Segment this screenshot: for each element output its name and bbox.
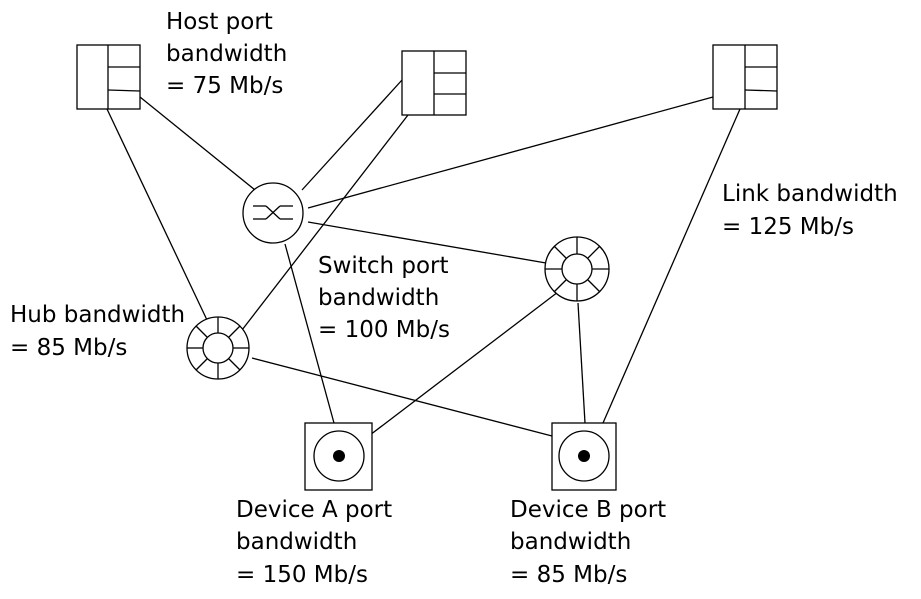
link-host3-switch [307,96,714,209]
label-device-b: Device B port bandwidth = 85 Mb/s [510,497,666,588]
label-host-port-line2: bandwidth [166,41,287,67]
label-switch-port-line1: Switch port [318,253,449,279]
label-link-line1: Link bandwidth [722,181,898,207]
label-device-a-line2: bandwidth [236,529,357,555]
connection-links [106,79,741,437]
hub-2 [544,236,610,302]
host-3 [712,44,778,110]
label-switch-port-line3: = 100 Mb/s [318,317,450,343]
label-device-a-line1: Device A port [236,497,392,523]
label-device-a: Device A port bandwidth = 150 Mb/s [236,497,392,588]
label-host-port: Host port bandwidth = 75 Mb/s [166,9,287,99]
hub-1 [186,316,250,380]
link-host2-hub1 [241,114,409,331]
label-switch-port: Switch port bandwidth = 100 Mb/s [318,253,450,343]
host-1 [76,44,141,110]
label-link-line2: = 125 Mb/s [722,214,854,240]
label-device-a-line3: = 150 Mb/s [236,562,368,588]
label-host-port-line1: Host port [166,9,273,35]
label-hub: Hub bandwidth = 85 Mb/s [10,302,185,361]
label-link: Link bandwidth = 125 Mb/s [722,181,898,240]
link-switch-hub2 [307,221,547,264]
label-host-port-line3: = 75 Mb/s [166,73,283,99]
link-hub1-deviceb [251,357,553,437]
link-host1-hub1 [106,108,208,321]
label-hub-line1: Hub bandwidth [10,302,185,328]
device-a [304,422,373,491]
host-2 [401,50,467,116]
label-device-b-line3: = 85 Mb/s [510,562,627,588]
link-switch-devicea [284,243,335,424]
label-hub-line2: = 85 Mb/s [10,335,127,361]
switch [242,182,304,244]
label-device-b-line1: Device B port [510,497,666,523]
link-host2-switch [301,79,403,191]
link-host1-switch [139,96,256,191]
label-switch-port-line2: bandwidth [318,285,439,311]
link-hub2-deviceb [577,302,586,424]
link-hub2-devicea [369,291,559,436]
link-host3-deviceb [602,108,741,424]
device-b [551,422,617,491]
label-device-b-line2: bandwidth [510,529,631,555]
